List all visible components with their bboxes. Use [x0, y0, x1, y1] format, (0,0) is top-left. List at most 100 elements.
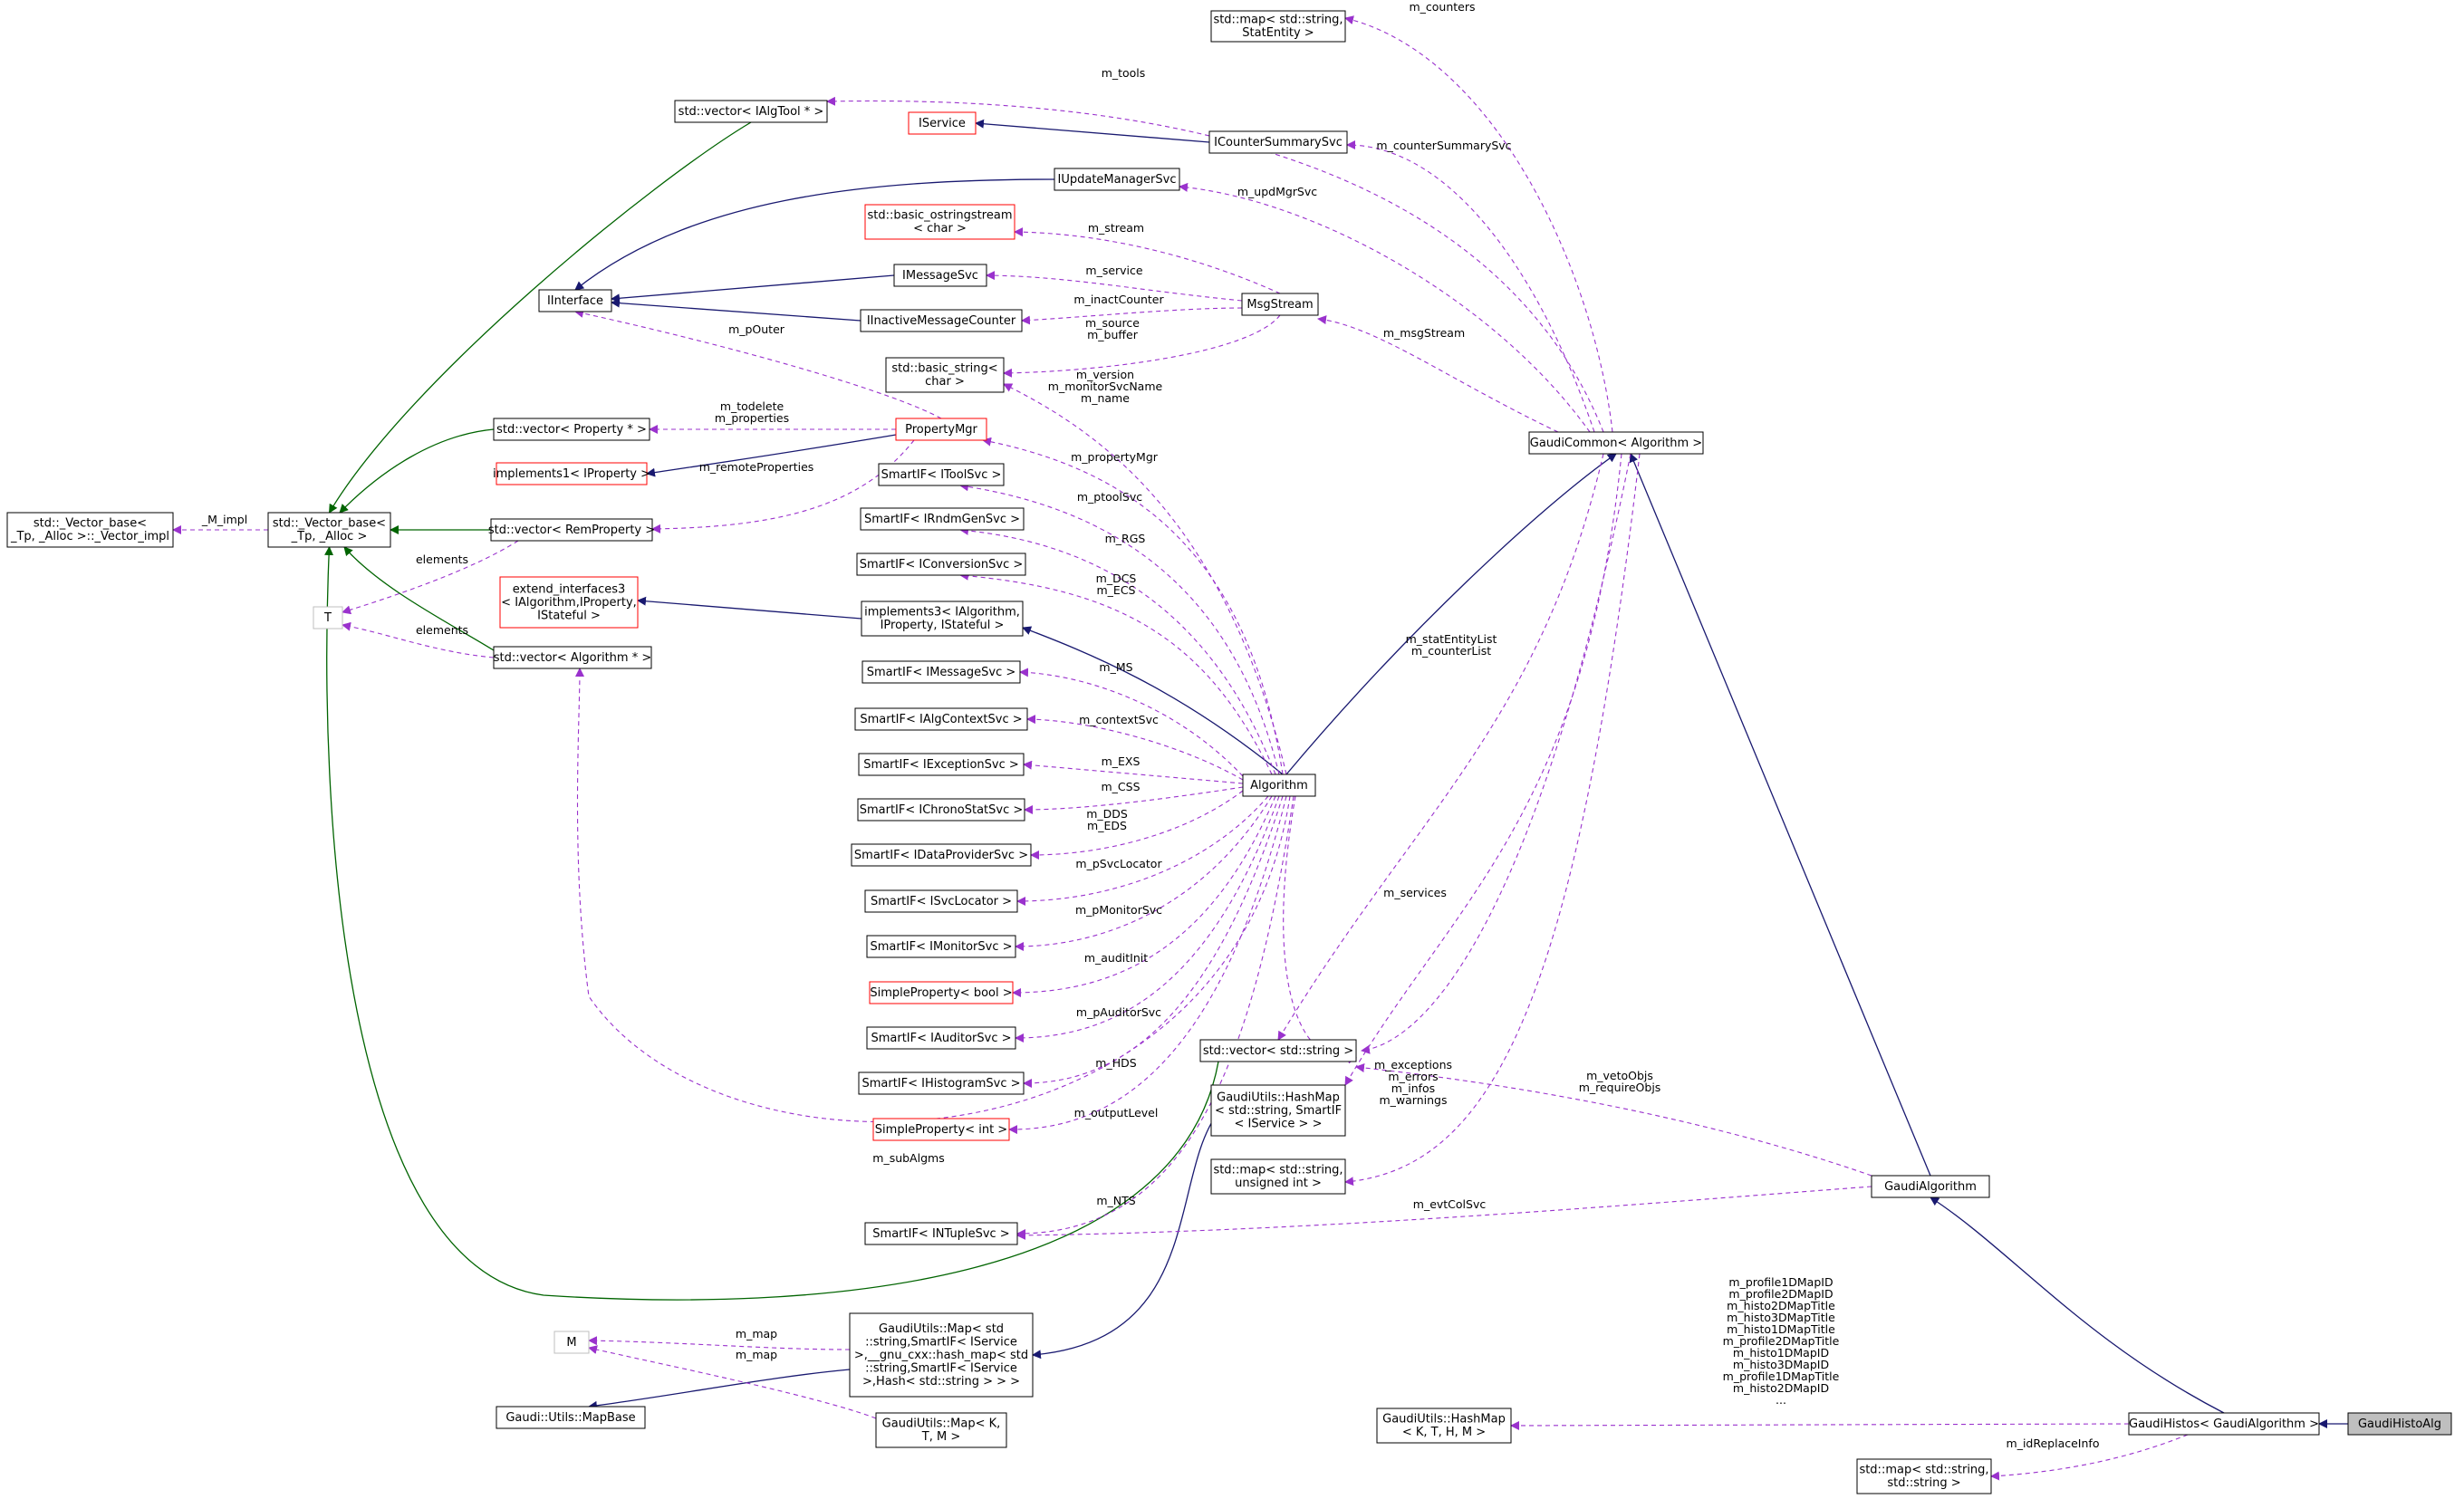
- class-node-vec-remproperty[interactable]: std::vector< RemProperty >: [488, 518, 655, 542]
- edge-label-line: m_profile1DMapTitle: [1723, 1369, 1840, 1383]
- class-node-box: [864, 889, 1018, 913]
- class-node-label-line: >,__gnu_cxx::hash_map< std: [854, 1349, 1028, 1362]
- class-node-map-string-uint[interactable]: std::map< std::string,unsigned int >: [1210, 1158, 1346, 1195]
- class-node-label: std::basic_string<char >: [891, 362, 997, 389]
- class-node-smartif-iexceptionsvc[interactable]: SmartIF< IExceptionSvc >: [858, 753, 1025, 776]
- protected-inheritance-edge: [339, 428, 495, 514]
- edge-label-line: ...: [1776, 1393, 1786, 1407]
- edge-label-line: m_outputLevel: [1074, 1106, 1159, 1119]
- edge-label: m_msgStream: [1383, 326, 1465, 340]
- class-node-ostringstream[interactable]: std::basic_ostringstream< char >: [864, 204, 1015, 240]
- class-node-label-line: std::map< std::string,: [1859, 1464, 1988, 1477]
- class-node-label: MsgStream: [1246, 298, 1313, 312]
- class-node-smartif-imessagesvc[interactable]: SmartIF< IMessageSvc >: [861, 660, 1021, 684]
- class-node-label-line: ::string,SmartIF< IService: [865, 1335, 1017, 1349]
- edge-label: m_NTS: [1096, 1194, 1135, 1207]
- edge-label-line: m_map: [736, 1327, 777, 1340]
- class-node-propertymgr[interactable]: PropertyMgr: [895, 418, 987, 441]
- edge-label: m_service: [1085, 264, 1143, 277]
- class-node-m-node[interactable]: M: [553, 1331, 590, 1354]
- class-node-imessagesvc[interactable]: IMessageSvc: [893, 264, 987, 287]
- edge-label-line: m_HDS: [1095, 1056, 1136, 1070]
- class-node-smartif-iconversionsvc[interactable]: SmartIF< IConversionSvc >: [856, 553, 1026, 576]
- class-node-label: implements3< IAlgorithm,IProperty, IStat…: [864, 606, 1020, 633]
- class-node-hashmap-kthm[interactable]: GaudiUtils::HashMap< K, T, H, M >: [1376, 1408, 1512, 1444]
- class-node-label: GaudiUtils::Map< std::string,SmartIF< IS…: [854, 1322, 1028, 1388]
- class-node-gaudiutils-map-std[interactable]: GaudiUtils::Map< std::string,SmartIF< IS…: [849, 1312, 1034, 1398]
- class-node-label: SmartIF< IAuditorSvc >: [871, 1032, 1011, 1045]
- class-node-smartif-isvclocator[interactable]: SmartIF< ISvcLocator >: [864, 889, 1018, 913]
- class-node-label: std::vector< RemProperty >: [488, 524, 655, 537]
- class-node-gaudihistos[interactable]: GaudiHistos< GaudiAlgorithm >: [2128, 1412, 2320, 1436]
- class-node-vector-base[interactable]: std::_Vector_base<_Tp, _Alloc >: [267, 512, 391, 548]
- class-node-smartif-ichronostatsvc[interactable]: SmartIF< IChronoStatSvc >: [857, 798, 1025, 822]
- class-node-smartif-idataprovidersvc[interactable]: SmartIF< IDataProviderSvc >: [851, 843, 1032, 867]
- class-node-label-line: GaudiUtils::HashMap: [1382, 1413, 1506, 1427]
- class-node-smartif-ialgcontextsvc[interactable]: SmartIF< IAlgContextSvc >: [854, 707, 1028, 731]
- edge-label-line: m_histo3DMapTitle: [1727, 1311, 1835, 1324]
- class-node-gaudialgorithm[interactable]: GaudiAlgorithm: [1871, 1175, 1990, 1198]
- class-node-mapbase[interactable]: Gaudi::Utils::MapBase: [496, 1406, 646, 1429]
- class-node-label-line: std::basic_string<: [891, 362, 997, 376]
- class-node-simpleproperty-bool[interactable]: SimpleProperty< bool >: [869, 981, 1014, 1004]
- edge-label-line: m_CSS: [1101, 780, 1140, 793]
- class-node-vec-algorithm[interactable]: std::vector< Algorithm * >: [493, 646, 652, 669]
- class-node-label-line: IStateful >: [537, 609, 601, 622]
- class-node-map-string-string[interactable]: std::map< std::string,std::string >: [1856, 1458, 1992, 1494]
- class-node-label-line: std::_Vector_base<: [273, 517, 386, 531]
- class-node-iinactivemessagecounter[interactable]: IInactiveMessageCounter: [860, 309, 1023, 332]
- class-node-vec-string[interactable]: std::vector< std::string >: [1199, 1039, 1357, 1062]
- class-node-gaudihistoalg[interactable]: GaudiHistoAlg: [2347, 1412, 2452, 1436]
- protected-inheritance-edge: [343, 546, 495, 651]
- usage-edge: [1277, 453, 1604, 1041]
- edge-label-line: m_counterList: [1411, 644, 1491, 658]
- class-node-label: GaudiHistos< GaudiAlgorithm >: [2129, 1417, 2319, 1431]
- usage-edge: [1361, 453, 1631, 1054]
- class-node-label-line: ICounterSummarySvc: [1214, 136, 1343, 149]
- class-node-gaudicommon[interactable]: GaudiCommon< Algorithm >: [1528, 431, 1704, 455]
- class-node-gaudiutils-map-ktm[interactable]: GaudiUtils::Map< K,T, M >: [875, 1412, 1007, 1448]
- class-node-box: [885, 357, 1005, 393]
- class-node-iupdatemanagersvc[interactable]: IUpdateManagerSvc: [1054, 168, 1180, 191]
- class-node-algorithm[interactable]: Algorithm: [1242, 774, 1316, 797]
- class-node-smartif-imonitorsvc[interactable]: SmartIF< IMonitorSvc >: [866, 935, 1016, 958]
- class-node-smartif-itoolsvc[interactable]: SmartIF< IToolSvc >: [878, 463, 1005, 486]
- class-node-t-node[interactable]: T: [313, 606, 343, 629]
- usage-edge: [1030, 790, 1244, 860]
- edge-label-line: m_profile1DMapID: [1728, 1275, 1833, 1289]
- class-node-msgstream[interactable]: MsgStream: [1241, 293, 1319, 316]
- class-node-vector-base-impl[interactable]: std::_Vector_base<_Tp, _Alloc >::_Vector…: [6, 512, 174, 548]
- class-node-iservice[interactable]: IService: [908, 111, 977, 135]
- class-node-iinterface[interactable]: IInterface: [538, 289, 612, 312]
- class-node-vec-property[interactable]: std::vector< Property * >: [493, 418, 650, 441]
- class-node-box: [674, 100, 828, 123]
- class-node-map-stat[interactable]: std::map< std::string,StatEntity >: [1210, 10, 1346, 43]
- class-node-box: [849, 1312, 1034, 1398]
- class-node-smartif-ihistogramsvc[interactable]: SmartIF< IHistogramSvc >: [858, 1071, 1025, 1095]
- class-node-box: [496, 462, 648, 485]
- edge-label-line: m_pOuter: [728, 322, 785, 336]
- class-node-label: GaudiCommon< Algorithm >: [1530, 437, 1702, 450]
- edge-label: m_remoteProperties: [699, 460, 814, 474]
- class-node-hashmap-smartif[interactable]: GaudiUtils::HashMap< std::string, SmartI…: [1210, 1084, 1346, 1137]
- class-node-smartif-iauditorsvc[interactable]: SmartIF< IAuditorSvc >: [866, 1026, 1016, 1050]
- class-node-vec-ialgtool[interactable]: std::vector< IAlgTool * >: [674, 100, 828, 123]
- class-node-box: [493, 418, 650, 441]
- class-node-implements1[interactable]: implements1< IProperty >: [493, 462, 650, 485]
- class-node-box: [858, 1071, 1025, 1095]
- class-node-simpleproperty-int[interactable]: SimpleProperty< int >: [872, 1118, 1010, 1141]
- class-node-box: [857, 798, 1025, 822]
- class-node-extend-interfaces3[interactable]: extend_interfaces3< IAlgorithm,IProperty…: [499, 576, 639, 629]
- class-node-smartif-intuplesvc[interactable]: SmartIF< INTupleSvc >: [864, 1222, 1018, 1245]
- class-node-basic-string[interactable]: std::basic_string<char >: [885, 357, 1005, 393]
- class-node-box: [1528, 431, 1704, 455]
- class-node-label-line: implements3< IAlgorithm,: [864, 606, 1020, 620]
- edge-label: m_pOuter: [728, 322, 785, 336]
- class-node-icountersummarysvc[interactable]: ICounterSummarySvc: [1208, 130, 1348, 154]
- usage-edge: [588, 1336, 851, 1350]
- class-node-smartif-irndmgensvc[interactable]: SmartIF< IRndmGenSvc >: [860, 507, 1025, 531]
- class-node-box: [1871, 1175, 1990, 1198]
- class-node-implements3[interactable]: implements3< IAlgorithm,IProperty, IStat…: [861, 601, 1024, 637]
- class-node-box: [856, 553, 1026, 576]
